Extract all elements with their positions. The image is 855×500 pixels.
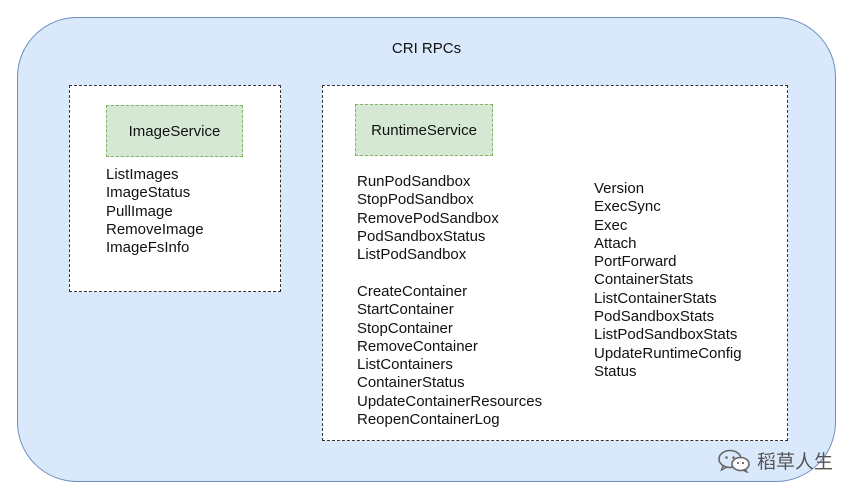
image-service-panel: ImageService ListImages ImageStatus Pull… bbox=[69, 85, 281, 292]
container-rpc-list: CreateContainer StartContainer StopConta… bbox=[357, 283, 542, 429]
rpc-item: Attach bbox=[594, 234, 637, 252]
runtime-service-box: RuntimeService bbox=[355, 104, 493, 156]
watermark: 稻草人生 bbox=[717, 447, 833, 474]
pod-sandbox-rpc-list: RunPodSandbox StopPodSandbox RemovePodSa… bbox=[357, 173, 499, 264]
rpc-item: Exec bbox=[594, 216, 628, 234]
image-service-box: ImageService bbox=[106, 105, 243, 157]
rpc-item: Version bbox=[594, 180, 645, 197]
rpc-item: ListPodSandbox bbox=[357, 246, 467, 264]
rpc-item: PortForward bbox=[594, 253, 677, 271]
diagram-title: CRI RPCs bbox=[391, 40, 462, 57]
rpc-item: PodSandboxStatus bbox=[357, 227, 486, 245]
rpc-item: RemoveImage bbox=[106, 220, 204, 238]
rpc-item: RemovePodSandbox bbox=[357, 209, 499, 227]
rpc-item: StopPodSandbox bbox=[357, 191, 474, 209]
rpc-item: ListContainerStats bbox=[594, 289, 717, 307]
rpc-item: ExecSync bbox=[594, 198, 661, 216]
rpc-item: StartContainer bbox=[357, 301, 454, 319]
rpc-item: ReopenContainerLog bbox=[357, 411, 500, 429]
rpc-item: CreateContainer bbox=[357, 283, 468, 300]
runtime-service-panel: RuntimeService RunPodSandbox StopPodSand… bbox=[322, 85, 788, 441]
rpc-item: ImageFsInfo bbox=[106, 239, 190, 257]
rpc-item: ListImages bbox=[106, 166, 179, 183]
rpc-item: StopContainer bbox=[357, 319, 453, 337]
rpc-item: ContainerStats bbox=[594, 271, 694, 289]
rpc-item: UpdateRuntimeConfig bbox=[594, 344, 742, 362]
runtime-misc-rpc-list: Version ExecSync Exec Attach PortForward… bbox=[594, 180, 742, 381]
rpc-item: RemoveContainer bbox=[357, 337, 478, 355]
rpc-item: ContainerStatus bbox=[357, 374, 465, 392]
image-service-rpc-list: ListImages ImageStatus PullImage RemoveI… bbox=[106, 166, 204, 257]
cri-rpcs-container: CRI RPCs ImageService ListImages ImageSt… bbox=[17, 17, 836, 482]
rpc-item: Status bbox=[594, 362, 637, 380]
wechat-icon bbox=[718, 449, 750, 473]
rpc-item: UpdateContainerResources bbox=[357, 392, 543, 410]
rpc-item: PullImage bbox=[106, 202, 173, 220]
rpc-item: ListContainers bbox=[357, 356, 453, 374]
rpc-item: RunPodSandbox bbox=[357, 173, 471, 190]
rpc-item: PodSandboxStats bbox=[594, 308, 715, 326]
rpc-item: ListPodSandboxStats bbox=[594, 326, 738, 344]
rpc-item: ImageStatus bbox=[106, 184, 191, 202]
watermark-text: 稻草人生 bbox=[756, 452, 833, 473]
